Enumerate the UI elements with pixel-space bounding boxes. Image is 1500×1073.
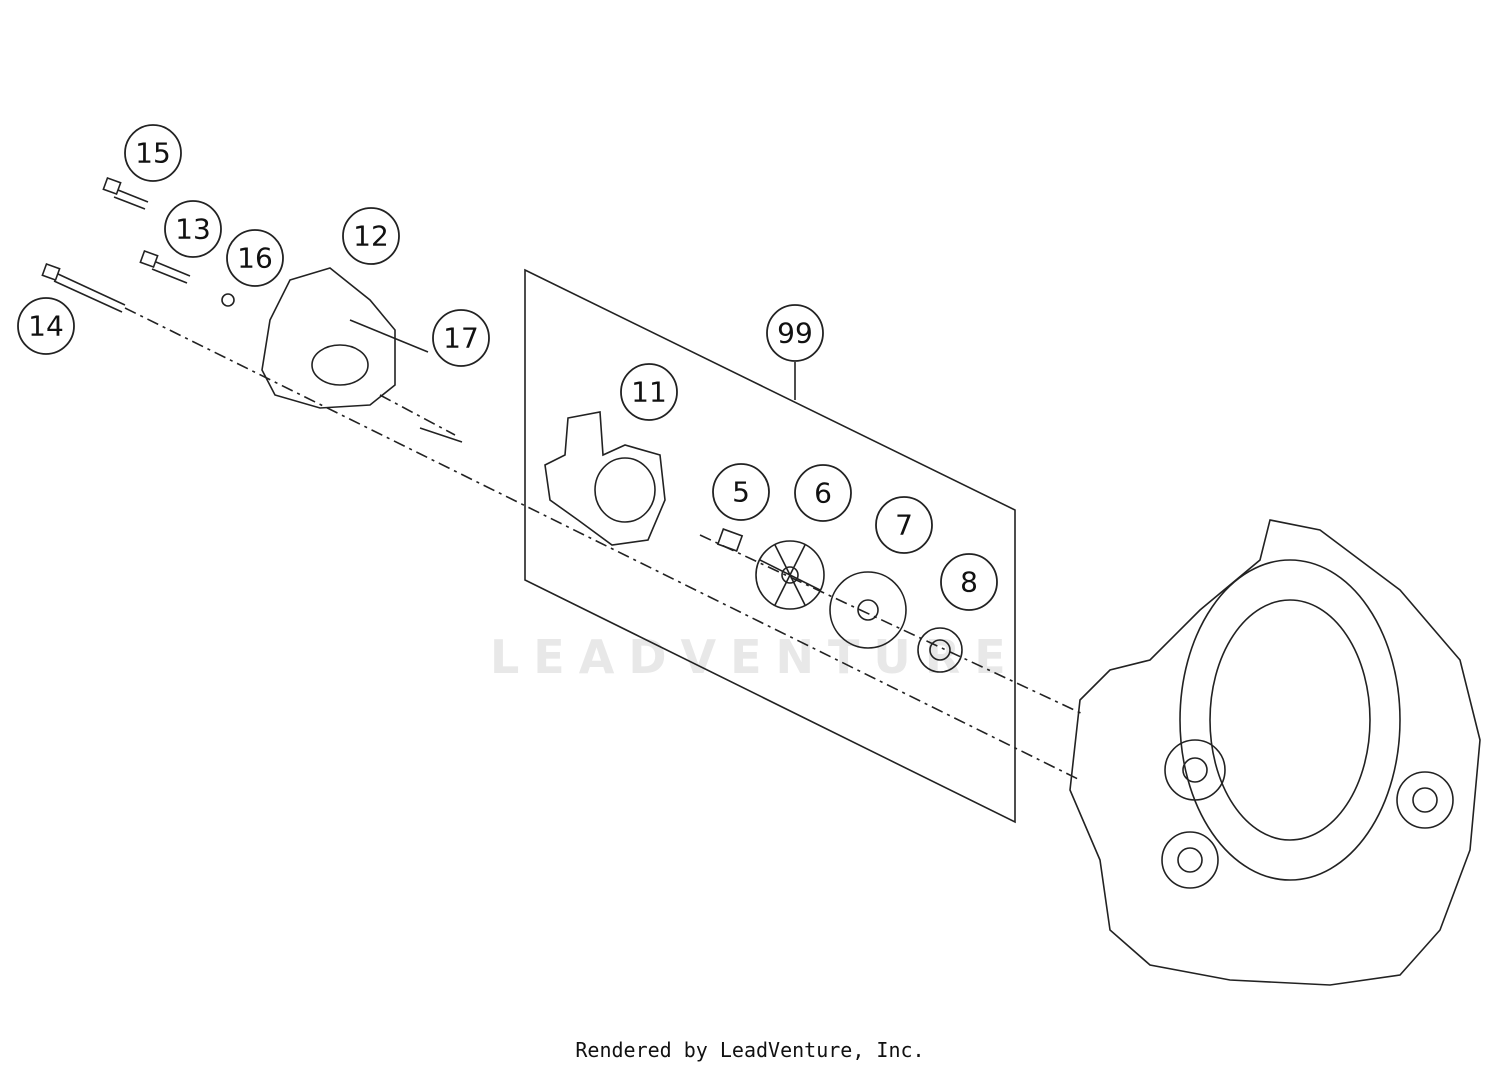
kit-box-99 bbox=[524, 268, 1016, 824]
bolt-14 bbox=[41, 262, 126, 313]
callout-99[interactable]: 99 bbox=[766, 304, 824, 362]
impeller-6 bbox=[755, 540, 825, 610]
callout-6[interactable]: 6 bbox=[794, 464, 852, 522]
callout-label: 13 bbox=[175, 213, 211, 246]
assembly-axis-pump bbox=[699, 534, 1086, 716]
callout-circle bbox=[226, 229, 284, 287]
callout-11[interactable]: 11 bbox=[620, 363, 678, 421]
callout-label: 16 bbox=[237, 242, 273, 275]
callout-circle bbox=[164, 200, 222, 258]
callout-circle bbox=[342, 207, 400, 265]
callout-5[interactable]: 5 bbox=[712, 463, 770, 521]
callout-circle bbox=[712, 463, 770, 521]
assembly-axis-17 bbox=[379, 394, 456, 436]
callout-circle bbox=[17, 297, 75, 355]
seal-7 bbox=[829, 571, 907, 649]
callout-circle bbox=[766, 304, 824, 362]
callout-label: 6 bbox=[814, 477, 832, 510]
callout-circle bbox=[124, 124, 182, 182]
callout-circle bbox=[794, 464, 852, 522]
assembly-axis-14 bbox=[124, 307, 1081, 781]
callout-15[interactable]: 15 bbox=[124, 124, 182, 182]
seal-8 bbox=[917, 627, 963, 673]
callout-7[interactable]: 7 bbox=[875, 496, 933, 554]
bolt-13 bbox=[139, 249, 191, 284]
pin-17 bbox=[349, 319, 463, 443]
callout-circle bbox=[620, 363, 678, 421]
callout-label: 8 bbox=[960, 566, 978, 599]
callout-circle bbox=[432, 309, 490, 367]
pump-cover-12 bbox=[261, 267, 396, 409]
callout-label: 12 bbox=[353, 220, 389, 253]
callout-12[interactable]: 12 bbox=[342, 207, 400, 265]
callout-8[interactable]: 8 bbox=[940, 553, 998, 611]
bolt-15 bbox=[102, 176, 149, 210]
callout-label: 99 bbox=[777, 317, 813, 350]
nut-5 bbox=[716, 528, 744, 552]
callout-label: 15 bbox=[135, 137, 171, 170]
callout-13[interactable]: 13 bbox=[164, 200, 222, 258]
callout-16[interactable]: 16 bbox=[226, 229, 284, 287]
callout-label: 11 bbox=[631, 376, 667, 409]
washer-16 bbox=[221, 293, 235, 307]
callout-label: 14 bbox=[28, 310, 64, 343]
callout-label: 17 bbox=[443, 322, 479, 355]
callout-circle bbox=[875, 496, 933, 554]
footer-credit: Rendered by LeadVenture, Inc. bbox=[575, 1038, 925, 1062]
gasket-11 bbox=[544, 411, 666, 546]
callout-label: 7 bbox=[895, 509, 913, 542]
callout-17[interactable]: 17 bbox=[432, 309, 490, 367]
callout-label: 5 bbox=[732, 476, 750, 509]
callout-circle bbox=[940, 553, 998, 611]
callout-14[interactable]: 14 bbox=[17, 297, 75, 355]
engine-cover bbox=[1069, 519, 1481, 986]
